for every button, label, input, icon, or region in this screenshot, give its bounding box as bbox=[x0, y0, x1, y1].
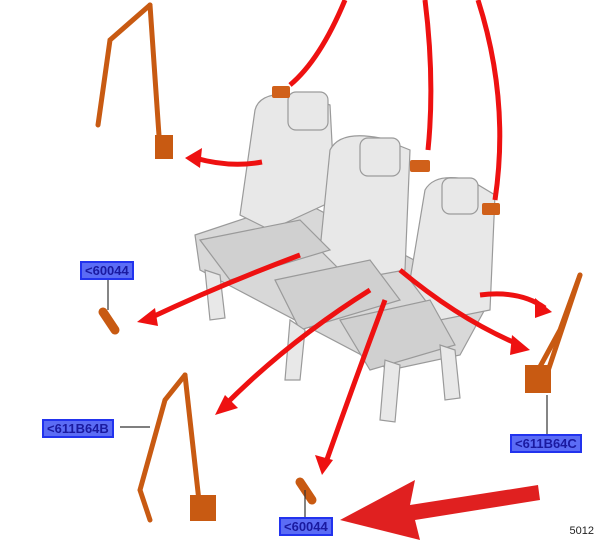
pointer-arrows bbox=[148, 0, 547, 466]
highlight-arrow-icon bbox=[340, 480, 540, 540]
callout-60044-upper[interactable]: <60044 bbox=[80, 261, 134, 280]
arrow-heads bbox=[137, 148, 552, 475]
leader-lines bbox=[107, 278, 548, 517]
seat-belts bbox=[95, 2, 583, 523]
callout-60044-lower[interactable]: <60044 bbox=[279, 517, 333, 536]
rear-bench-seat bbox=[194, 91, 496, 423]
callout-611B64B[interactable]: <611B64B bbox=[42, 419, 114, 438]
figure-number: 5012 bbox=[569, 525, 594, 537]
callout-611B64C[interactable]: <611B64C bbox=[510, 434, 582, 453]
upper-anchors bbox=[272, 86, 500, 215]
